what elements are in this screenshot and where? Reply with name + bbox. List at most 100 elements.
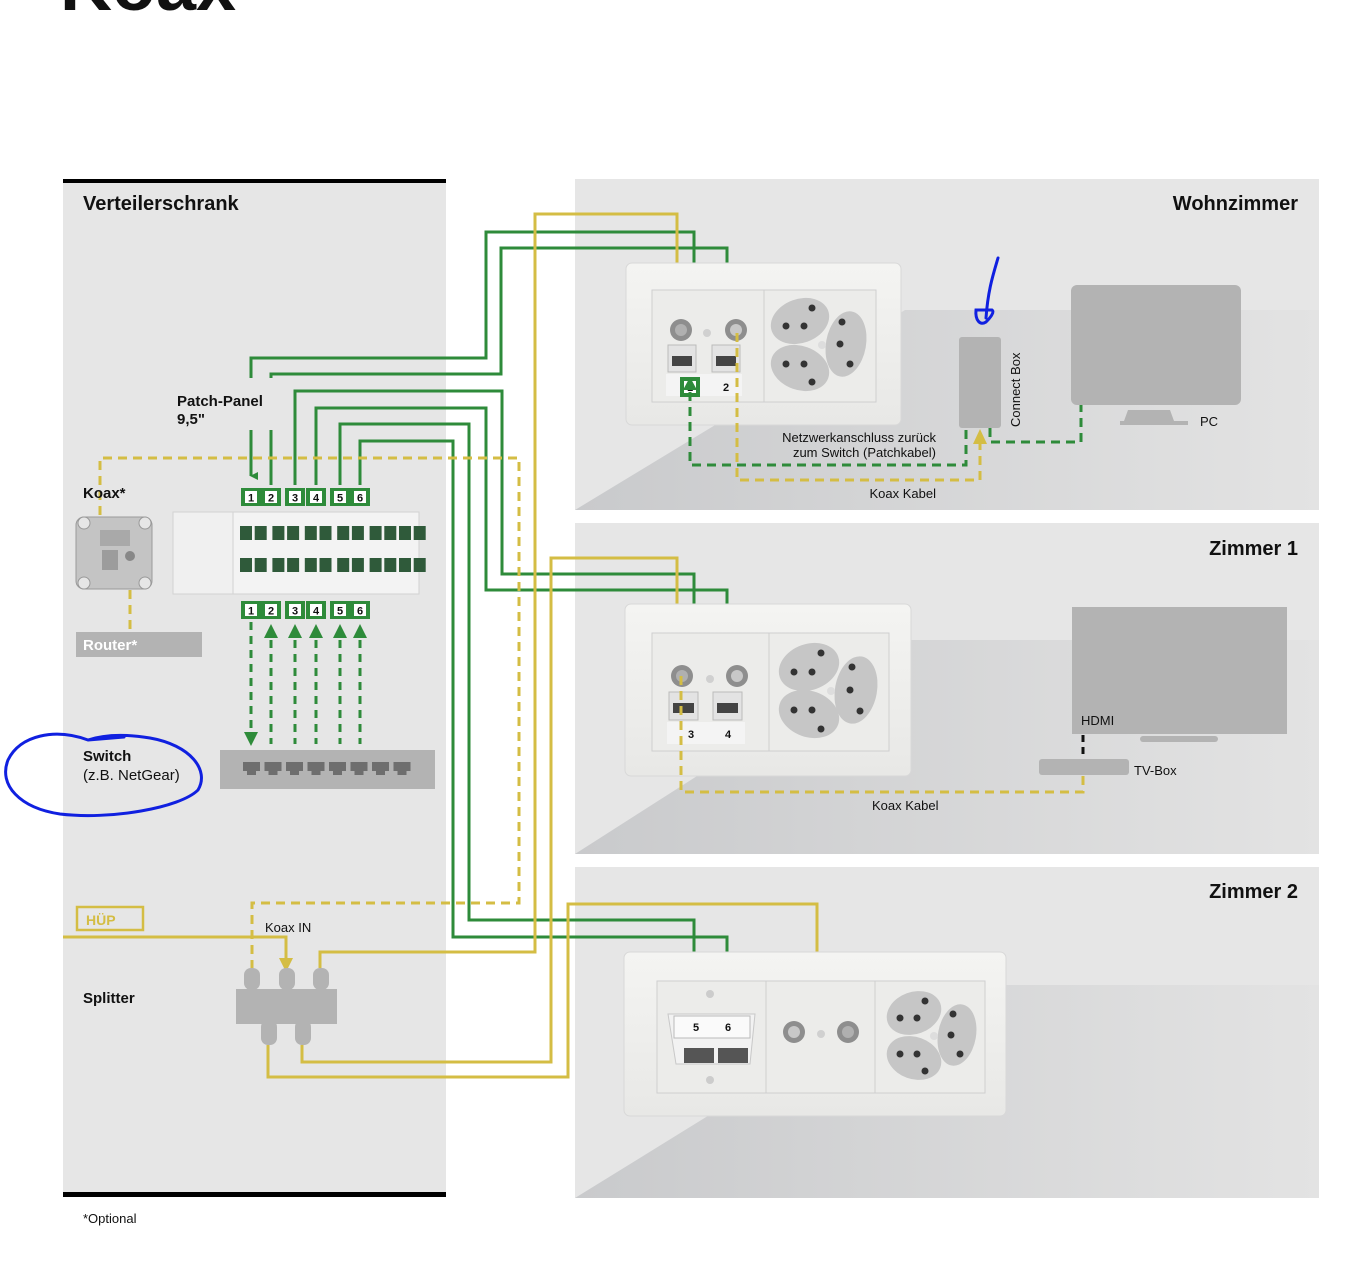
patch-jack: [319, 558, 332, 572]
tv-box-label: TV-Box: [1134, 763, 1177, 778]
wall-plate-zimmer1: 3 4: [624, 603, 912, 777]
patch-jack: [399, 526, 411, 540]
patch-jack: [369, 558, 382, 572]
switch-port: [264, 762, 282, 775]
coax-router-cable: [98, 456, 521, 968]
coax-splitter-to-wohnzimmer: [318, 212, 679, 968]
switch-port: [350, 762, 368, 775]
router-label: Router*: [83, 637, 137, 654]
wohnzimmer-coax-label: Koax Kabel: [870, 486, 937, 501]
patch-ports-top: 1 2 3 4 5 6: [241, 488, 370, 506]
patch-jack: [351, 558, 364, 572]
patch-port-number: 2: [268, 606, 274, 618]
patch-panel: [172, 511, 426, 595]
wohnzimmer-patch-cables: [688, 333, 1083, 482]
patch-jack: [399, 558, 411, 572]
patch-jack: [304, 526, 317, 540]
switch-port: [393, 762, 411, 775]
patch-port-top-2: 2: [261, 488, 281, 506]
patch-port-bottom-5: 5: [330, 601, 350, 619]
patch-port-top-1: 1: [241, 488, 261, 506]
network-note-line1: Netzwerkanschluss zurück: [782, 430, 936, 445]
wall-plate-zimmer2: 5 6: [623, 951, 1007, 1117]
patch-port-number: 2: [268, 493, 274, 505]
hup-box: HÜP: [75, 905, 145, 932]
patch-cables-to-switch: [244, 622, 367, 746]
tv-device: [1072, 607, 1287, 742]
arrow-down-switch: [244, 732, 258, 746]
hup-label: HÜP: [86, 912, 116, 928]
cable-port-4: [314, 406, 729, 604]
patch-port-number: 4: [313, 493, 320, 505]
footnote: *Optional: [83, 1211, 137, 1226]
patch-port-number: 4: [313, 606, 320, 618]
splitter-device: [236, 968, 337, 1045]
coax-splitter-to-zimmer2: [266, 902, 819, 1079]
router-device: Router*: [76, 632, 202, 657]
patch-jack: [287, 526, 300, 540]
coax-splitter-to-zimmer1: [300, 556, 679, 1064]
patch-jack: [369, 526, 382, 540]
patch-port-number: 6: [357, 493, 363, 505]
patch-port-top-4: 4: [306, 488, 326, 506]
patch-jack: [337, 558, 350, 572]
patch-port-number: 5: [337, 606, 343, 618]
koax-socket: [75, 516, 153, 590]
cable-port-1: [249, 230, 696, 430]
port-label-3: 3: [688, 729, 694, 741]
switch-device: [220, 750, 435, 789]
arrow-up-patch: [264, 624, 278, 638]
patch-panel-size-label: 9,5": [177, 411, 205, 428]
patch-port-top-3: 3: [285, 488, 305, 506]
cable-port-5: [338, 422, 696, 952]
patch-port-number: 6: [357, 606, 363, 618]
connect-box-device: [959, 337, 1001, 428]
koax-in-arrow: [279, 958, 293, 972]
hdmi-label: HDMI: [1081, 713, 1114, 728]
port-label-4: 4: [725, 729, 732, 741]
patch-jack: [351, 526, 364, 540]
patch-port-number: 1: [248, 493, 254, 505]
patch-port-number: 3: [292, 606, 298, 618]
wall-plate-wohnzimmer: 1 2: [625, 262, 902, 426]
zimmer1-coax-label: Koax Kabel: [872, 798, 939, 813]
arrow-up-patch: [333, 624, 347, 638]
patch-jack: [254, 526, 267, 540]
arrow-up-patch: [309, 624, 323, 638]
tv-box-device: [1039, 759, 1129, 775]
patch-port-number: 3: [292, 493, 298, 505]
patch-jack: [287, 558, 300, 572]
arrow-up-patch: [353, 624, 367, 638]
patch-jack: [319, 526, 332, 540]
pc-label: PC: [1200, 414, 1218, 429]
switch-port: [372, 762, 389, 775]
cabinet-title: Verteilerschrank: [83, 193, 240, 215]
patch-jack: [304, 558, 317, 572]
switch-label: Switch: [83, 748, 131, 765]
patch-port-bottom-1: 1: [241, 601, 261, 619]
port-label-5: 5: [693, 1022, 699, 1034]
patch-panel-label: Patch-Panel: [177, 393, 263, 410]
switch-port: [286, 762, 303, 775]
patch-port-top-6: 6: [350, 488, 370, 506]
room-title-zimmer2: Zimmer 2: [1209, 881, 1298, 903]
patch-port-number: 1: [248, 606, 254, 618]
patch-jack: [413, 558, 426, 572]
connect-box-label: Connect Box: [1008, 352, 1023, 427]
port-label-2: 2: [723, 382, 729, 394]
patch-port-number: 5: [337, 493, 343, 505]
patch-port-bottom-4: 4: [306, 601, 326, 619]
switch-sublabel: (z.B. NetGear): [83, 767, 180, 784]
arrow-coax-connectbox: [973, 429, 987, 444]
coax-hup-in: [63, 935, 288, 962]
switch-port: [243, 762, 260, 775]
cabinet-panel: Verteilerschrank: [63, 179, 446, 1197]
patch-jack: [384, 558, 397, 572]
patch-jack: [337, 526, 350, 540]
splitter-label: Splitter: [83, 990, 135, 1007]
patch-jack: [240, 558, 252, 572]
patch-port-bottom-3: 3: [285, 601, 305, 619]
network-note-line2: zum Switch (Patchkabel): [793, 445, 936, 460]
patch-jack: [254, 558, 267, 572]
